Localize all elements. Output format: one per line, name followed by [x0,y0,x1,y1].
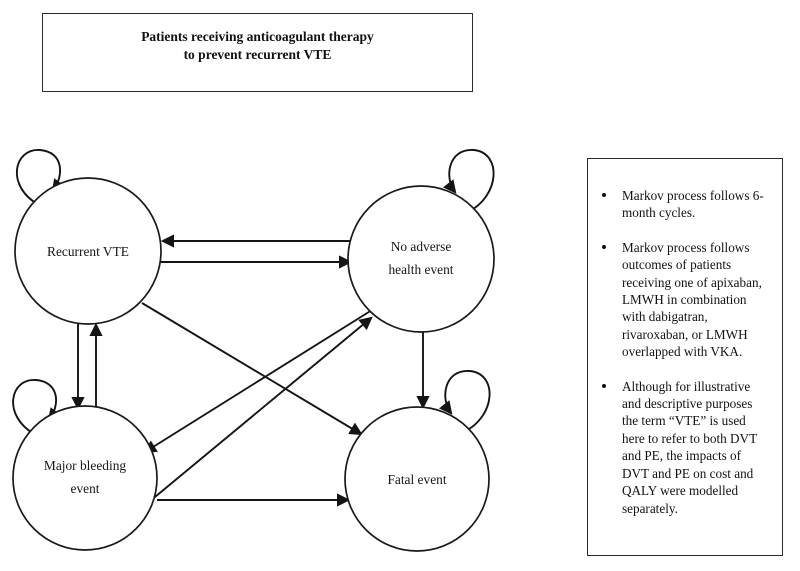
self-loop-major-bleeding-event [12,379,62,435]
node-label-fatal-event: Fatal event [387,472,446,487]
list-item: Although for illustrative and descriptiv… [596,378,770,517]
edge-no-adverse-to-major-bleeding [143,309,373,454]
note-text: Although for illustrative and descriptiv… [622,378,757,516]
node-label-recurrent-vte: Recurrent VTE [47,244,129,259]
node-no-adverse-health-event[interactable] [347,185,495,333]
self-loop-fatal-event [438,370,491,433]
bullet-icon [602,383,606,388]
node-recurrent-vte[interactable] [14,177,162,325]
node-fatal-event[interactable] [344,406,490,552]
node-label-major-bleeding-event-line2: event [71,481,100,496]
node-label-major-bleeding-event-line1: Major bleeding [44,458,126,473]
notes-list: Markov process follows 6-month cycles. M… [588,159,782,517]
notes-box: Markov process follows 6-month cycles. M… [587,158,783,556]
node-label-no-adverse-health-event-line1: No adverse [391,239,452,254]
bullet-icon [602,244,606,249]
bullet-icon [602,193,606,197]
list-item: Markov process follows outcomes of patie… [596,239,770,361]
self-loop-recurrent-vte [15,149,65,206]
node-major-bleeding-event[interactable] [12,405,158,551]
note-text: Markov process follows outcomes of patie… [622,239,762,360]
edge-major-bleeding-to-no-adverse [131,316,373,517]
node-label-no-adverse-health-event-line2: health event [388,262,453,277]
note-text: Markov process follows 6-month cycles. [622,188,764,221]
list-item: Markov process follows 6-month cycles. [596,187,770,222]
title-box: Patients receiving anticoagulant therapy… [42,13,473,92]
edge-recurrent-vte-to-fatal-event [141,302,363,436]
self-loop-no-adverse-health-event [442,149,495,213]
page-title: Patients receiving anticoagulant therapy… [141,29,374,62]
